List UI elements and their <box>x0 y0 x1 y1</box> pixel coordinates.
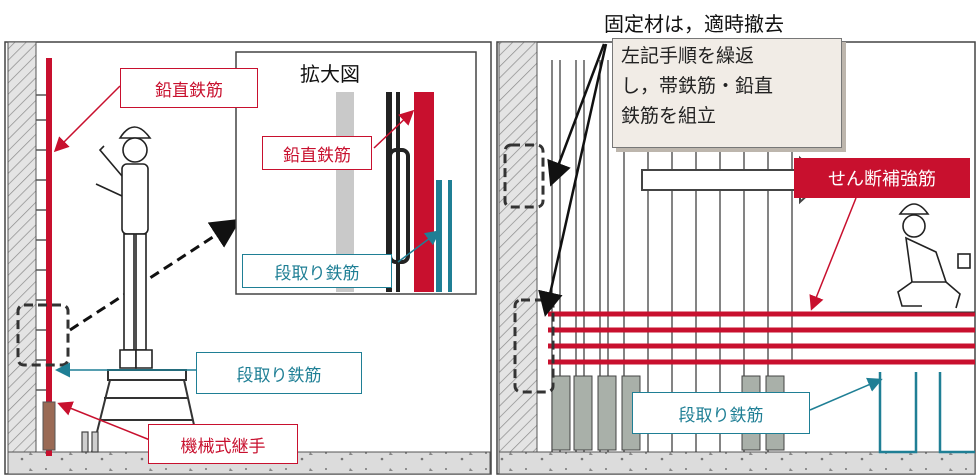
detail-arrow <box>69 218 242 332</box>
worker-figure <box>95 126 153 369</box>
detail-marker-upper <box>503 143 545 209</box>
mechanical-joint <box>42 401 56 451</box>
left-wall <box>7 41 37 453</box>
vertical-rebar <box>46 58 52 456</box>
left-panel <box>4 41 492 475</box>
procedure-note-line-3: 鉄筋を組立 <box>621 105 717 127</box>
detail-marker-lower <box>513 298 555 394</box>
right-setup-rebar-label: 段取り鉄筋 <box>632 392 810 434</box>
procedure-note-line-2: し，帯鉄筋・鉛直 <box>621 75 774 97</box>
zoom-vertical-rebar-label: 鉛直鉄筋 <box>262 136 372 170</box>
mechanical-joint-label: 機械式継手 <box>148 424 298 464</box>
procedure-note-line-1: 左記手順を繰返 <box>621 45 755 67</box>
shear-rebar-label: せん断補強筋 <box>794 158 970 198</box>
setup-rebar-label: 段取り鉄筋 <box>196 352 362 394</box>
setup-rebar-stirrups <box>878 372 975 454</box>
kneeling-worker-figure <box>897 203 971 309</box>
shear-rebars <box>548 311 975 365</box>
zoom-vertical-rebar <box>414 92 434 292</box>
vertical-rebar-label: 鉛直鉄筋 <box>120 68 258 108</box>
zoom-setup-rebar <box>436 180 442 292</box>
zoom-setup-rebar-label: 段取り鉄筋 <box>242 254 392 288</box>
detail-marker-box <box>16 303 70 367</box>
right-ground <box>498 451 976 475</box>
procedure-note: 左記手順を繰返 し，帯鉄筋・鉛直 鉄筋を組立 <box>612 38 842 148</box>
fixing-material-note: 固定材は，適時撤去 <box>604 12 784 36</box>
zoom-title: 拡大図 <box>300 62 360 86</box>
zoom-inset <box>235 51 477 295</box>
